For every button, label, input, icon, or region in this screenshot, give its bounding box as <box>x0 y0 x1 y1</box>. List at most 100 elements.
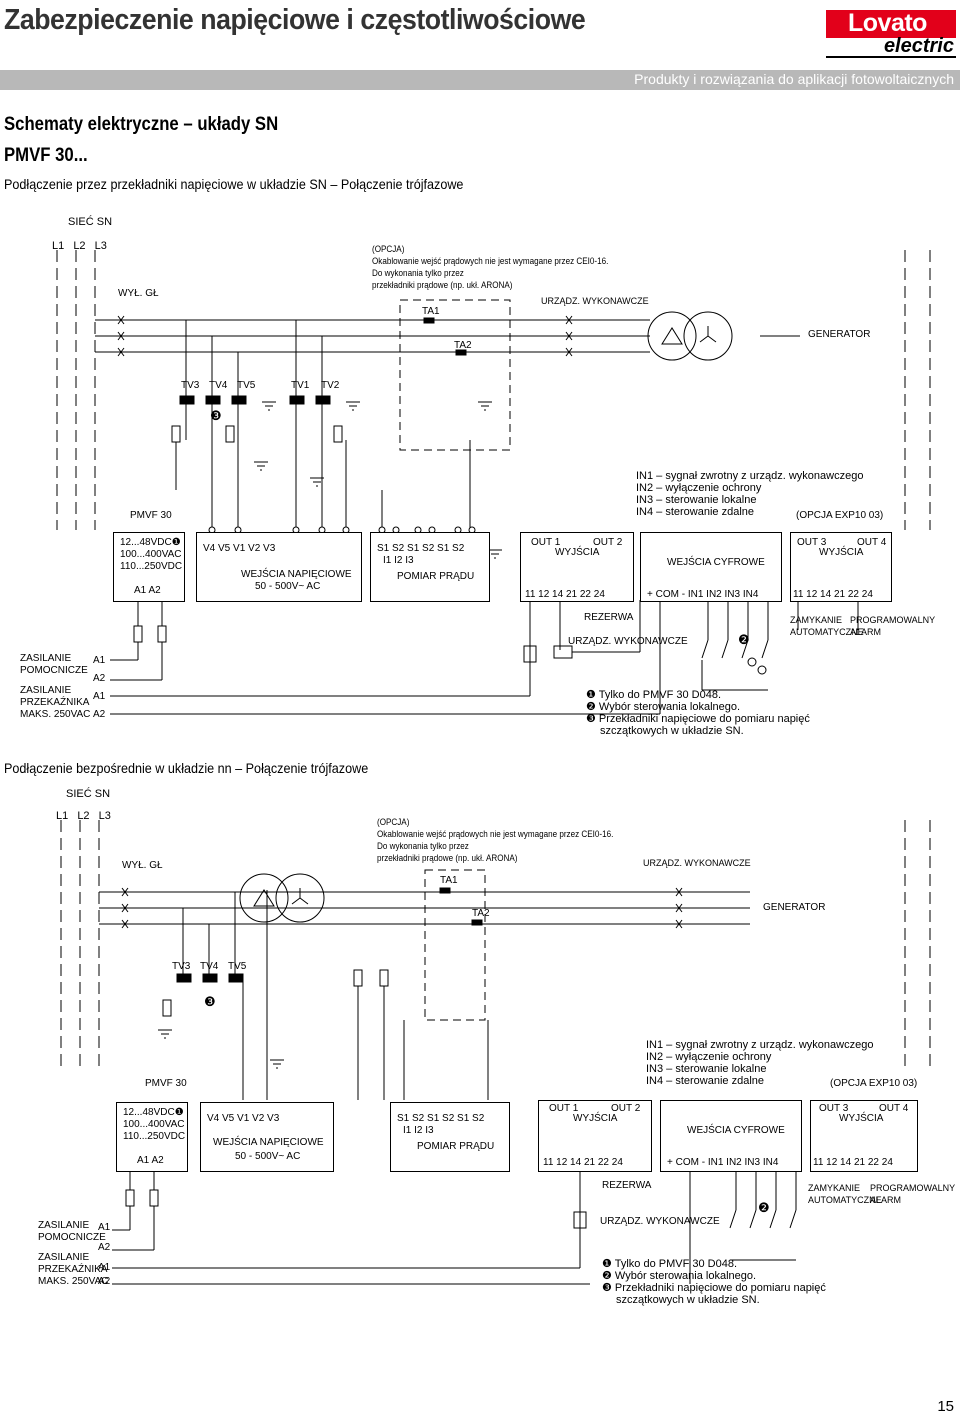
prog2-label-2: ALARM <box>870 1195 902 1205</box>
option-note-2-2: Okablowanie wejść prądowych nie jest wym… <box>377 829 614 839</box>
out1-label: OUT 1 <box>531 537 561 548</box>
ta1-label: TA1 <box>422 306 440 317</box>
digital-input-module: WEJŚCIA CYFROWE + COM - IN1 IN2 IN3 IN4 <box>640 532 782 602</box>
aux-supply-1: ZASILANIE <box>20 653 72 664</box>
a2-term: A2 <box>93 673 106 684</box>
device-label: URZĄDZ. WYKONAWCZE <box>541 296 649 306</box>
network-label-2: SIEĆ SN <box>66 788 111 800</box>
phase-labels: L1 L2 L3 <box>52 240 107 252</box>
exp-module: OUT 3 OUT 4 WYJŚCIA 11 12 14 21 22 24 <box>790 532 892 602</box>
voltage-terms: V4 V5 V1 V2 V3 <box>203 543 276 554</box>
voltage-module: V4 V5 V1 V2 V3 WEJŚCIA NAPIĘCIOWE 50 - 5… <box>196 532 362 602</box>
note2-2: ❷ Wybór sterowania lokalnego. <box>602 1270 757 1282</box>
digital-in-label: WEJŚCIA CYFROWE <box>667 557 765 568</box>
exp-option-label-2: (OPCJA EXP10 03) <box>830 1078 918 1089</box>
closing-label-1: ZAMYKANIE <box>790 615 843 625</box>
ta1-label-2: TA1 <box>440 875 458 886</box>
main-switch-label-2: WYŁ. GŁ <box>122 860 163 871</box>
a1-term-2a: A1 <box>98 1222 111 1233</box>
out-terms: 11 12 14 21 22 24 <box>525 589 605 600</box>
note2-3b: szczątkowych w układzie SN. <box>616 1294 760 1306</box>
current-i-labels: I1 I2 I3 <box>383 555 414 566</box>
out-terms-2: 11 12 14 21 22 24 <box>543 1157 623 1168</box>
out4-label-2: OUT 4 <box>879 1103 909 1114</box>
in-legend-2: IN2 – wyłączenie ochrony <box>636 482 762 494</box>
generator-label: GENERATOR <box>808 329 871 340</box>
in-legend-3: IN3 – sterowanie lokalne <box>636 494 757 506</box>
logo-word: Lovato <box>848 9 927 37</box>
outputs-module-2: OUT 1 OUT 2 WYJŚCIA 11 12 14 21 22 24 <box>538 1100 652 1172</box>
section-title: Schematy elektryczne – układy SN <box>4 114 279 135</box>
diagram1-heading: Podłączenie przez przekładniki napięciow… <box>4 176 464 192</box>
voltage-range: 50 - 500V~ AC <box>255 581 321 592</box>
phase-l3-2: L3 <box>98 810 111 822</box>
lovato-logo: Lovato electric <box>826 8 956 58</box>
phase-l2-2: L2 <box>77 810 90 822</box>
voltage-module-2: V4 V5 V1 V2 V3 WEJŚCIA NAPIĘCIOWE 50 - 5… <box>200 1102 334 1172</box>
device2-label: URZĄDZ. WYKONAWCZE <box>568 636 688 647</box>
aux2-supply-2: POMOCNICZE <box>38 1232 106 1243</box>
generator-label-2: GENERATOR <box>763 902 826 913</box>
note2-3: ❸ Przekładniki napięciowe do pomiaru nap… <box>602 1282 826 1294</box>
outputs2-label-2: WYJŚCIA <box>839 1113 884 1124</box>
outputs-label: WYJŚCIA <box>555 547 600 558</box>
spare-label: REZERWA <box>584 612 634 623</box>
badge2-2: ❷ <box>758 1200 770 1215</box>
a1-term: A1 <box>93 655 106 666</box>
option-note-2-3: Do wykonania tylko przez <box>377 841 469 851</box>
option-note-2-1: (OPCJA) <box>377 817 410 827</box>
note-3b: szczątkowych w układzie SN. <box>600 725 744 737</box>
device-label-2: URZĄDZ. WYKONAWCZE <box>643 858 751 868</box>
tv2-label: TV2 <box>321 380 340 391</box>
current-module: S1 S2 S1 S2 S1 S2 I1 I2 I3 POMIAR PRĄDU <box>370 532 490 602</box>
note2-1: ❶ Tylko do PMVF 30 D048. <box>602 1258 737 1270</box>
in-legend-1: IN1 – sygnał zwrotny z urządz. wykonawcz… <box>636 470 864 482</box>
closing2-label-2: AUTOMATYCZNE <box>808 1195 882 1205</box>
voltage2-range: 50 - 500V~ AC <box>235 1151 301 1162</box>
option-note-2-4: przekładniki prądowe (np. ukł. ARONA) <box>377 853 518 863</box>
device2-label-2: URZĄDZ. WYKONAWCZE <box>600 1216 720 1227</box>
pmvf-label-2: PMVF 30 <box>145 1078 187 1089</box>
note3-badge-2: ❸ <box>204 994 216 1009</box>
din-terms: + COM - IN1 IN2 IN3 IN4 <box>647 589 759 600</box>
out34-terms: 11 12 14 21 22 24 <box>793 589 873 600</box>
diagram1-wiring <box>56 250 931 715</box>
tv5-label: TV5 <box>237 380 256 391</box>
option-note-2: Okablowanie wejść prądowych nie jest wym… <box>372 256 609 266</box>
relay2-supply-3: MAKS. 250VAC <box>38 1276 109 1287</box>
note3-badge: ❸ <box>210 408 222 423</box>
supply2-terms: A1 A2 <box>137 1155 164 1166</box>
out3-label: OUT 3 <box>797 537 827 548</box>
in-legend-2-2: IN2 – wyłączenie ochrony <box>646 1051 772 1063</box>
in-legend-2-3: IN3 – sterowanie lokalne <box>646 1063 767 1075</box>
in-legend-2-1: IN1 – sygnał zwrotny z urządz. wykonawcz… <box>646 1039 874 1051</box>
out2-label: OUT 2 <box>593 537 623 548</box>
prog-label-1: PROGRAMOWALNY <box>850 615 936 625</box>
relay-supply-1: ZASILANIE <box>20 685 72 696</box>
relay-supply-3: MAKS. 250VAC <box>20 709 91 720</box>
current2-title: POMIAR PRĄDU <box>417 1141 495 1152</box>
note-2: ❷ Wybór sterowania lokalnego. <box>586 701 741 713</box>
note-3: ❸ Przekładniki napięciowe do pomiaru nap… <box>586 713 810 725</box>
din-terms-2: + COM - IN1 IN2 IN3 IN4 <box>667 1157 779 1168</box>
exp-module-2: OUT 3 OUT 4 WYJŚCIA 11 12 14 21 22 24 <box>810 1100 918 1172</box>
voltage-title: WEJŚCIA NAPIĘCIOWE <box>241 569 352 580</box>
logo-red-box <box>826 10 956 38</box>
out2-label-2: OUT 2 <box>611 1103 641 1114</box>
option-note-1: (OPCJA) <box>372 244 405 254</box>
out34-terms-2: 11 12 14 21 22 24 <box>813 1157 893 1168</box>
phase-labels-2: L1 L2 L3 <box>56 810 111 822</box>
outputs-module: OUT 1 OUT 2 WYJŚCIA 11 12 14 21 22 24 <box>520 532 634 602</box>
section-subtitle: PMVF 30... <box>4 145 88 166</box>
a2-term-2b: A2 <box>98 1276 111 1287</box>
a2-term-2a: A2 <box>98 1242 111 1253</box>
tv3-label: TV3 <box>181 380 200 391</box>
closing2-label-1: ZAMYKANIE <box>808 1183 861 1193</box>
supply-range-1: 12...48VDC❶ <box>120 537 181 548</box>
tagline-band <box>0 70 960 90</box>
supply-module-2: 12...48VDC❶ 100...400VAC 110...250VDC A1… <box>116 1102 188 1172</box>
diagram2-wiring <box>60 820 931 1285</box>
tv1-label: TV1 <box>291 380 310 391</box>
diagram2-heading: Podłączenie bezpośrednie w układzie nn –… <box>4 760 369 776</box>
in-legend-4: IN4 – sterowanie zdalne <box>636 506 755 518</box>
